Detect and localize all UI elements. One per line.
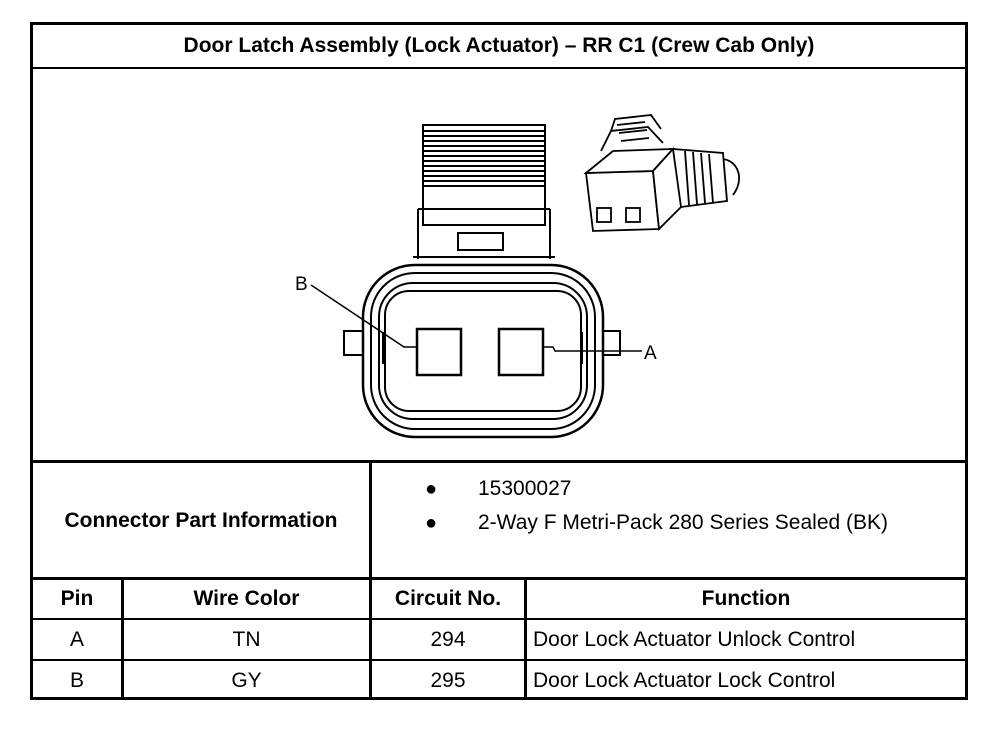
list-item: ● 15300027 xyxy=(375,472,965,506)
column-header-wire-color: Wire Color xyxy=(193,587,300,610)
table-cell-pin: B xyxy=(69,668,84,692)
pin-label-a: A xyxy=(644,343,657,364)
side-tab-left xyxy=(343,330,365,356)
divider xyxy=(369,460,372,700)
divider xyxy=(33,659,965,661)
table-cell-function: Door Lock Actuator Lock Control xyxy=(533,668,836,692)
table-cell-circuit: 295 xyxy=(430,668,466,692)
table-cell-wire-color: TN xyxy=(232,627,261,651)
connector-sheet: Door Latch Assembly (Lock Actuator) – RR… xyxy=(30,22,968,700)
connector-thumbnail xyxy=(583,114,740,232)
divider xyxy=(33,577,965,580)
table-cell-function: Door Lock Actuator Unlock Control xyxy=(533,627,856,651)
list-item: ● 2-Way F Metri-Pack 280 Series Sealed (… xyxy=(375,506,965,540)
cavity-b xyxy=(415,327,463,377)
bullet-icon: ● xyxy=(425,511,438,534)
cavity-a xyxy=(497,327,545,377)
column-header-pin: Pin xyxy=(60,587,94,610)
leader-b xyxy=(310,284,417,348)
pin-label-b: B xyxy=(295,274,308,295)
divider xyxy=(33,618,965,620)
table-cell-wire-color: GY xyxy=(231,668,262,692)
divider xyxy=(524,577,527,700)
connector-info-list: ● 15300027 ● 2-Way F Metri-Pack 280 Seri… xyxy=(375,472,965,540)
column-header-function: Function xyxy=(701,587,791,610)
page-title: Door Latch Assembly (Lock Actuator) – RR… xyxy=(33,25,965,69)
connector-description: 2-Way F Metri-Pack 280 Series Sealed (BK… xyxy=(478,511,889,534)
part-number: 15300027 xyxy=(478,477,572,500)
table-cell-pin: A xyxy=(69,627,84,651)
divider xyxy=(33,460,965,463)
bullet-icon: ● xyxy=(425,477,438,500)
divider xyxy=(121,577,124,700)
latch-tab xyxy=(413,124,555,259)
connector-info-label: Connector Part Information xyxy=(64,509,338,532)
column-header-circuit: Circuit No. xyxy=(394,587,502,610)
table-cell-circuit: 294 xyxy=(430,627,466,651)
connector-diagram: B A xyxy=(295,114,740,439)
leader-a xyxy=(543,346,642,352)
connector-housing xyxy=(361,263,605,439)
